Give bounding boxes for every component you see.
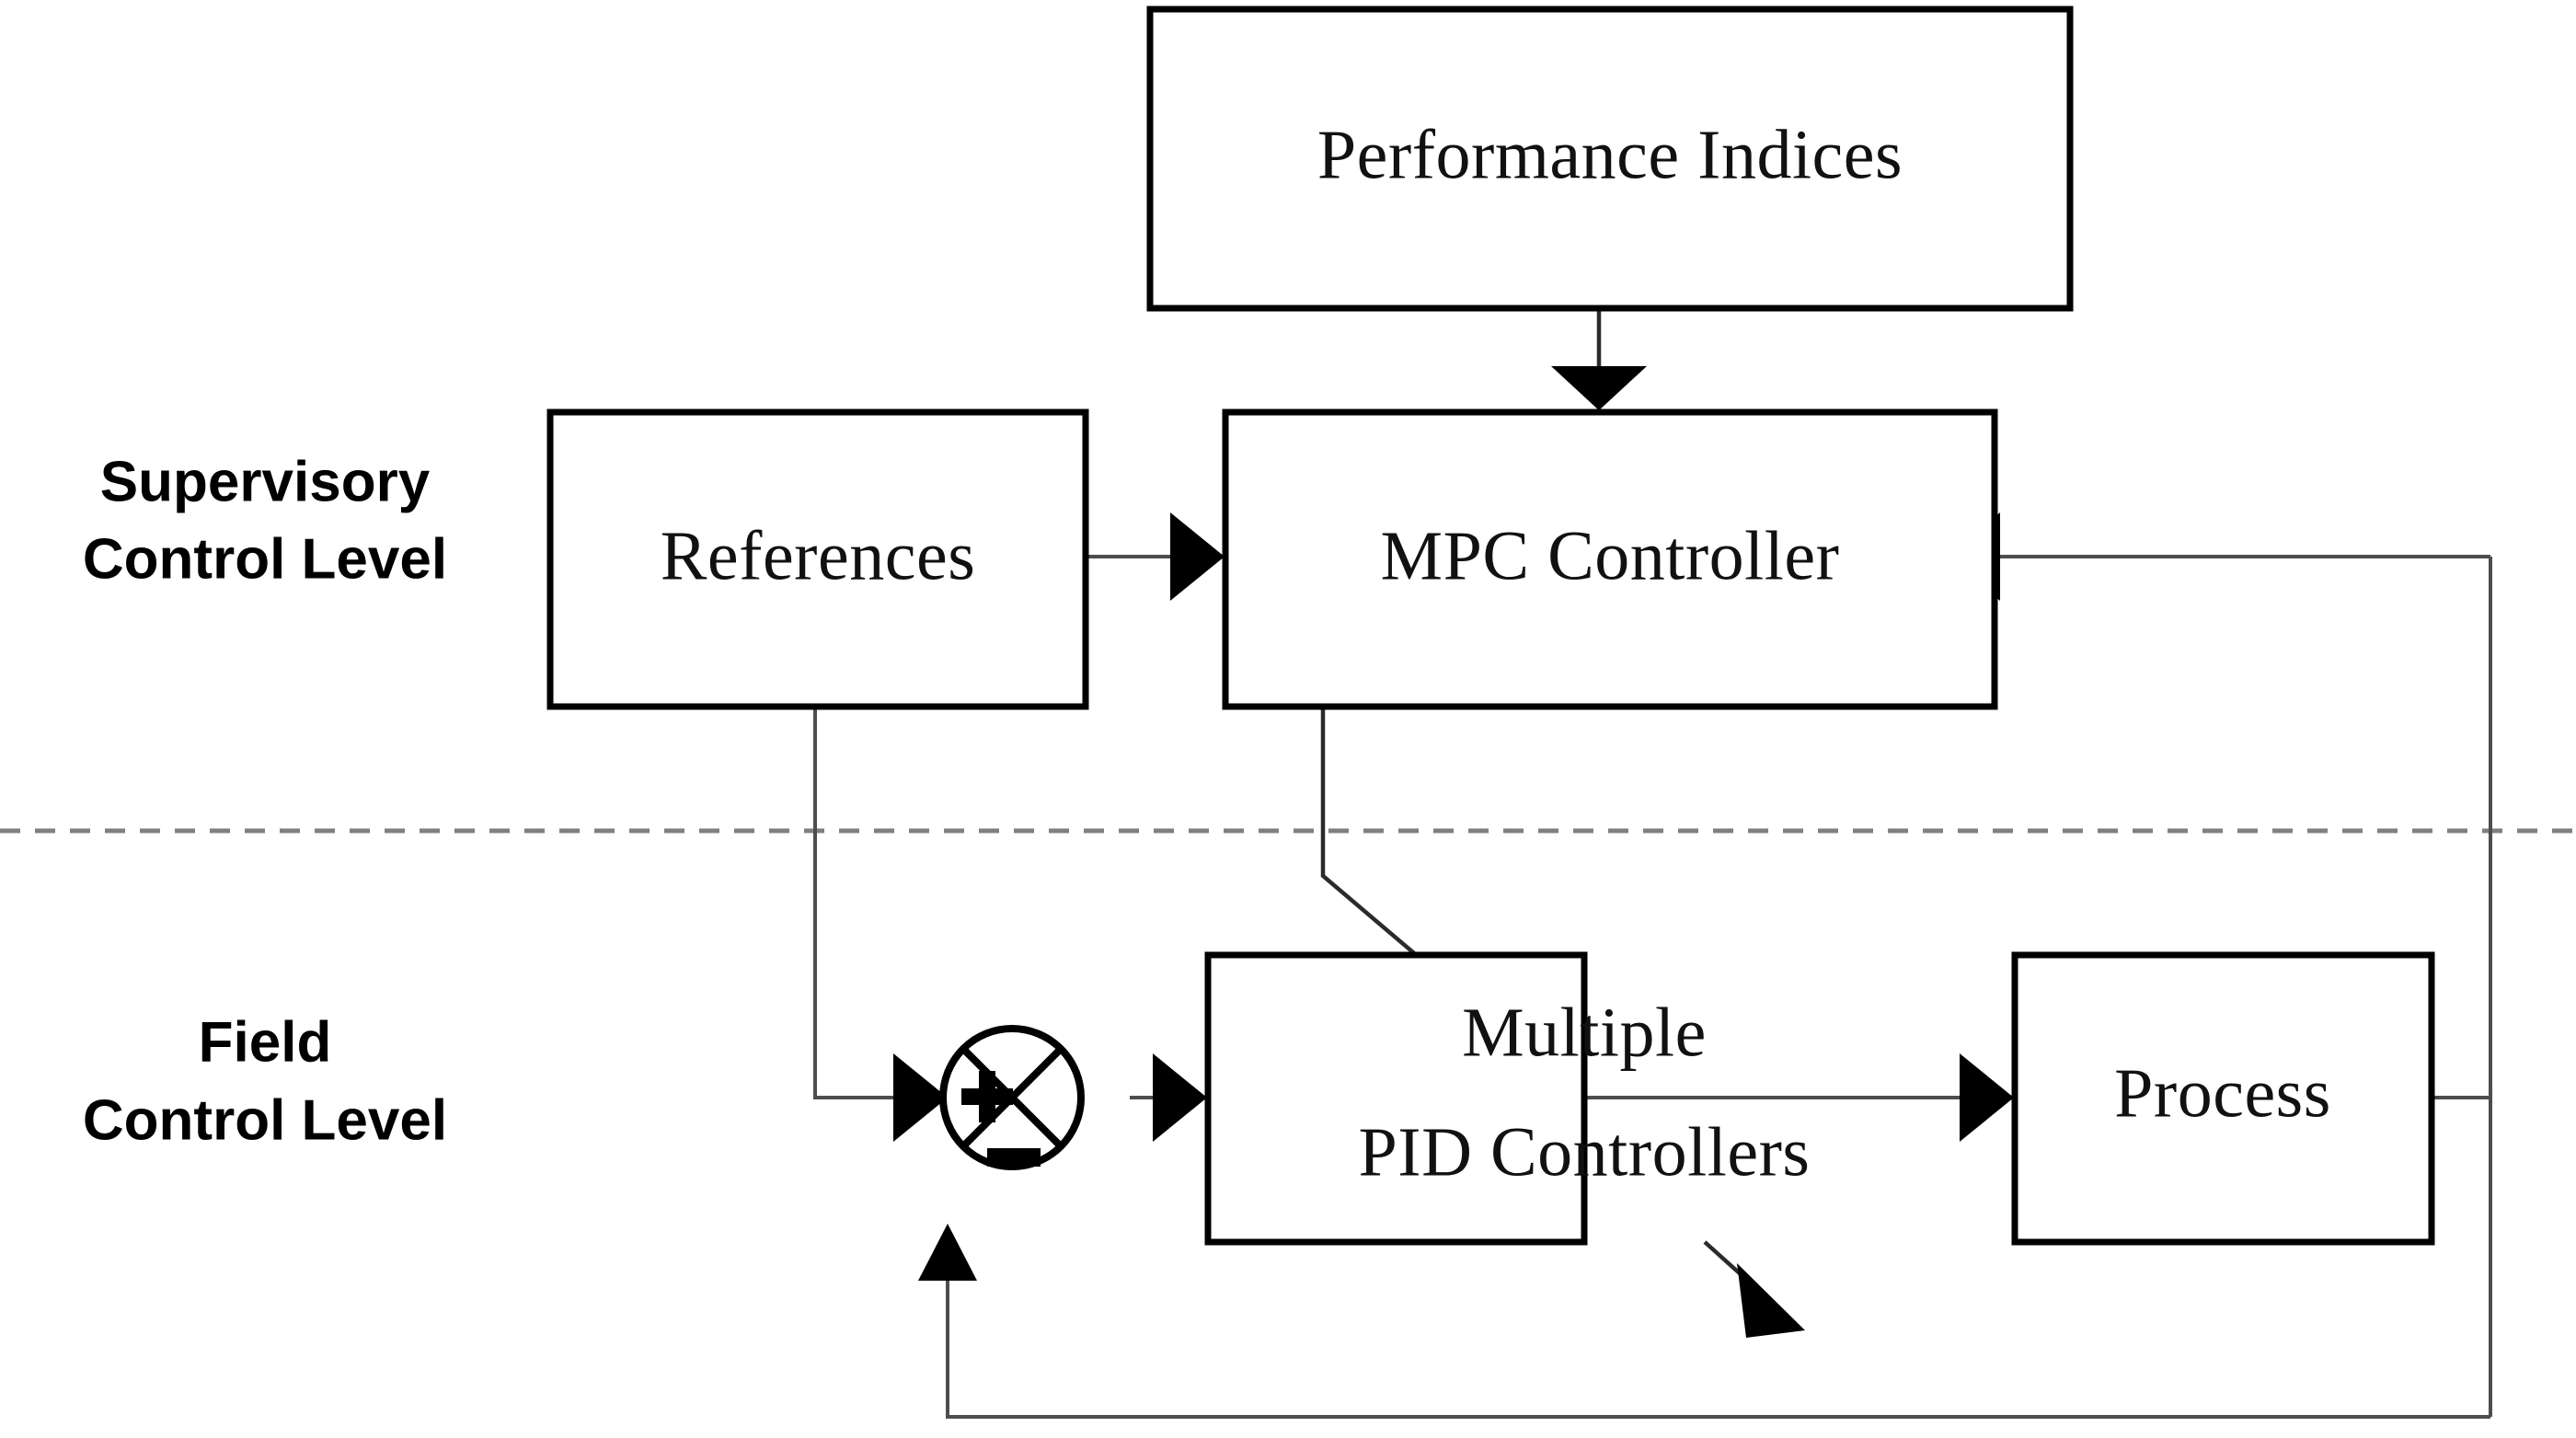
arrowhead-down-into-mpc	[1551, 366, 1647, 410]
plus-sign-icon	[961, 1071, 1013, 1122]
minus-sign-icon	[987, 1148, 1041, 1167]
level-label-supervisory: Supervisory Control Level	[83, 450, 447, 591]
references-label: References	[661, 517, 976, 594]
mpc-controller-box[interactable]	[1222, 408, 1998, 710]
arrowhead-right-into-pid	[1153, 1053, 1207, 1142]
performance-indices-label: Performance Indices	[1317, 116, 1903, 193]
arrowhead-up-into-summing-junction	[918, 1224, 977, 1281]
summing-junction[interactable]	[939, 1025, 1085, 1170]
mpc-controller-label: MPC Controller	[1381, 517, 1840, 594]
block-process[interactable]: Process	[2011, 951, 2435, 1246]
process-label: Process	[2114, 1054, 2331, 1132]
performance-indices-box[interactable]	[1146, 6, 2074, 312]
multiple-pid-controllers-box[interactable]	[1204, 951, 1588, 1246]
block-references[interactable]: References	[546, 408, 1089, 710]
field-level-line1: Field	[199, 1010, 332, 1074]
arrowhead-right-into-process	[1960, 1053, 2014, 1142]
multiple-pid-controllers-label-line2: PID Controllers	[1359, 1113, 1811, 1191]
arrowhead-diagonal-pid-output	[1737, 1263, 1805, 1338]
block-performance-indices[interactable]: Performance Indices	[1146, 6, 2074, 312]
references-box[interactable]	[546, 408, 1089, 710]
block-multiple-pid-controllers[interactable]: Multiple PID Controllers	[1204, 951, 1811, 1246]
field-level-line2: Control Level	[83, 1088, 447, 1152]
supervisory-level-line1: Supervisory	[100, 450, 431, 513]
wire-references-to-summing-junction	[813, 707, 897, 1099]
process-box[interactable]	[2011, 951, 2435, 1246]
wire-mpc-to-pid	[1320, 707, 1416, 955]
wire-process-to-summing-junction-feedback	[946, 1279, 2490, 1419]
arrowhead-right-into-mpc	[1170, 512, 1225, 601]
supervisory-level-line2: Control Level	[83, 527, 447, 591]
arrowhead-right-into-summing-junction	[893, 1053, 948, 1142]
block-mpc-controller[interactable]: MPC Controller	[1222, 408, 1998, 710]
level-label-field: Field Control Level	[83, 1010, 447, 1152]
multiple-pid-controllers-label-line1: Multiple	[1462, 994, 1707, 1071]
